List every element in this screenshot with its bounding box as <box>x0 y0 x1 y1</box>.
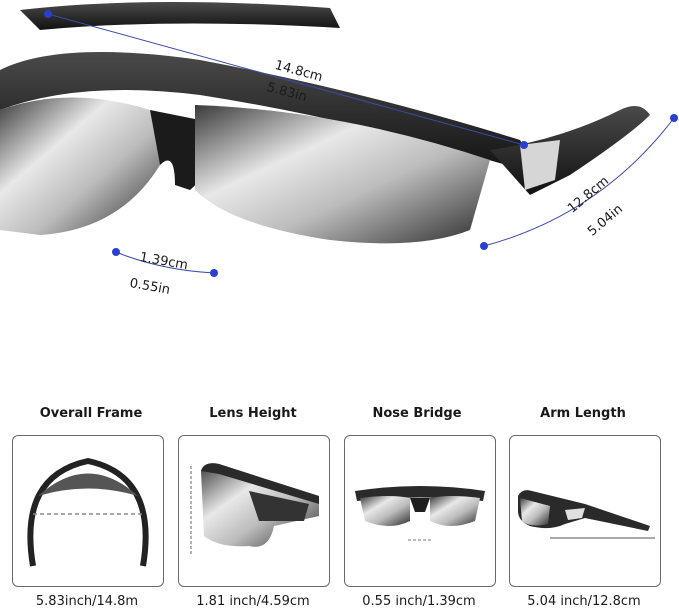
front-view-glasses-icon <box>355 486 485 541</box>
side-arm-view-icon <box>518 490 655 539</box>
panel-value-nose-bridge: 0.55 inch/1.39cm <box>362 594 476 609</box>
nose-bridge-image <box>344 435 496 587</box>
arm-length-image <box>509 435 661 587</box>
side-lens-view-icon <box>190 463 319 554</box>
panel-value-lens-height: 1.81 inch/4.59cm <box>196 594 310 609</box>
sunglasses-illustration <box>0 1 678 277</box>
panel-value-overall-frame: 5.83inch/14.8m <box>35 594 139 609</box>
front-top-view-frame-icon <box>27 457 149 567</box>
product-hero-image: 14.8cm 5.83in 12.8cm 5.04in 1.39cm 0.55i… <box>0 1 678 298</box>
panel-title-arm-length: Arm Length <box>540 406 626 421</box>
panel-title-lens-height: Lens Height <box>209 406 297 421</box>
lens-height-image <box>178 435 330 587</box>
panel-value-arm-length: 5.04 inch/12.8cm <box>527 594 641 609</box>
panel-title-nose-bridge: Nose Bridge <box>372 406 462 421</box>
overall-frame-image <box>12 435 164 587</box>
panel-title-overall-frame: Overall Frame <box>39 406 143 421</box>
